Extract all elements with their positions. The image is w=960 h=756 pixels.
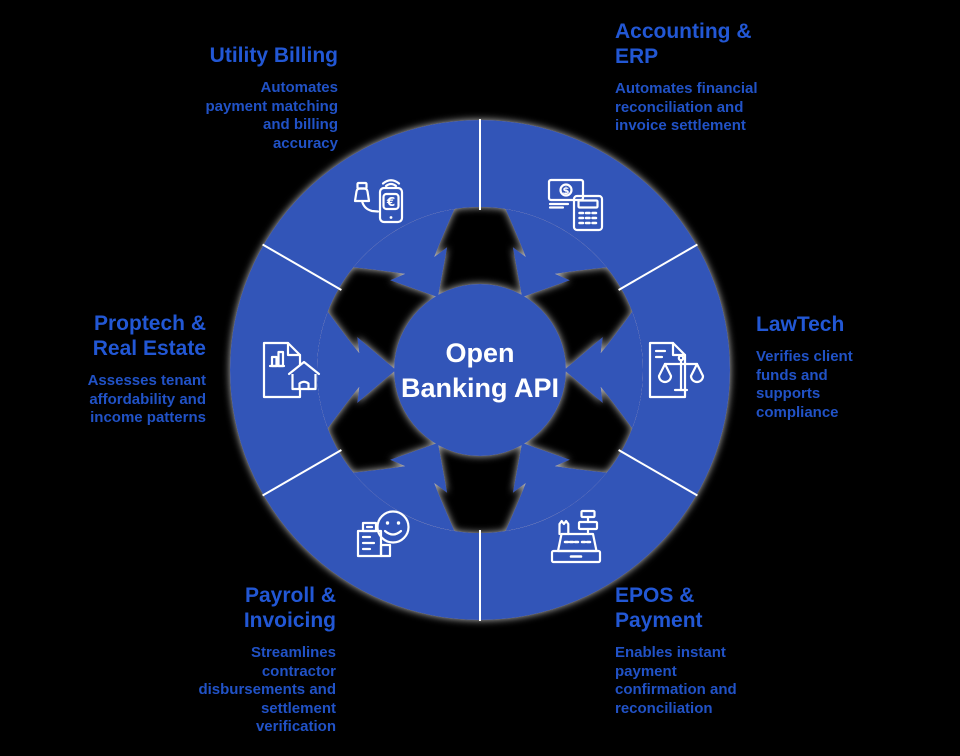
- svg-text:€: €: [386, 195, 395, 209]
- segment-heading: Proptech & Real Estate: [92, 312, 206, 360]
- segment-divider: [262, 243, 342, 291]
- segment-description: Enables instant payment confirmation and…: [615, 643, 737, 717]
- wheel-body: [230, 120, 730, 620]
- segment-description: Assesses tenant affordability and income…: [87, 371, 206, 427]
- svg-text:$: $: [563, 186, 570, 197]
- segment-description: Streamlines contractor disbursements and…: [198, 643, 336, 736]
- cash-register-icon: [550, 509, 602, 564]
- outer-ring: [230, 120, 730, 620]
- label-proptech-real-estate: Proptech & Real Estate Assesses tenant a…: [66, 312, 206, 428]
- segment-description: Automates payment matching and billing a…: [205, 78, 338, 152]
- inward-arrow-right: [564, 311, 644, 429]
- segment-heading: LawTech: [756, 313, 845, 336]
- invoice-smiley-icon: [356, 510, 410, 558]
- legal-document-scales-icon: [648, 341, 705, 399]
- segment-divider: [618, 243, 698, 291]
- segment-description: Automates financial reconciliation and i…: [615, 79, 758, 135]
- segment-divider: [618, 449, 698, 497]
- inward-arrow-left: [316, 311, 396, 429]
- segment-heading: Utility Billing: [209, 44, 338, 67]
- open-banking-wheel: € $: [230, 119, 730, 621]
- inward-arrow-bottom-right: [505, 442, 607, 531]
- inward-arrow-top-right: [505, 209, 607, 298]
- label-epos-payment: EPOS & Payment Enables instant payment c…: [615, 584, 755, 718]
- segment-heading: EPOS & Payment: [615, 584, 703, 632]
- inward-arrow-bottom-left: [353, 442, 455, 531]
- center-label-line1: Open: [445, 338, 515, 368]
- center-label-line2: Banking API: [400, 373, 560, 404]
- segment-divider: [262, 449, 342, 497]
- label-payroll-invoicing: Payroll & Invoicing Streamlines contract…: [198, 584, 336, 737]
- segment-description: Verifies client funds and supports compl…: [756, 347, 853, 421]
- center-label: Open Banking API: [390, 336, 570, 406]
- label-lawtech: LawTech Verifies client funds and suppor…: [756, 313, 866, 422]
- property-chart-house-icon: [262, 341, 321, 399]
- label-utility-billing: Utility Billing Automates payment matchi…: [200, 44, 338, 153]
- segment-heading: Payroll & Invoicing: [243, 584, 336, 632]
- segment-dividers: [262, 119, 698, 621]
- center-circle: [394, 284, 566, 456]
- inward-arrow-top-left: [353, 209, 455, 298]
- mobile-euro-payment-icon: €: [353, 179, 404, 224]
- label-accounting-erp: Accounting & ERP Automates financial rec…: [615, 20, 765, 136]
- segment-heading: Accounting & ERP: [615, 20, 752, 68]
- banknote-calculator-icon: $: [547, 178, 604, 232]
